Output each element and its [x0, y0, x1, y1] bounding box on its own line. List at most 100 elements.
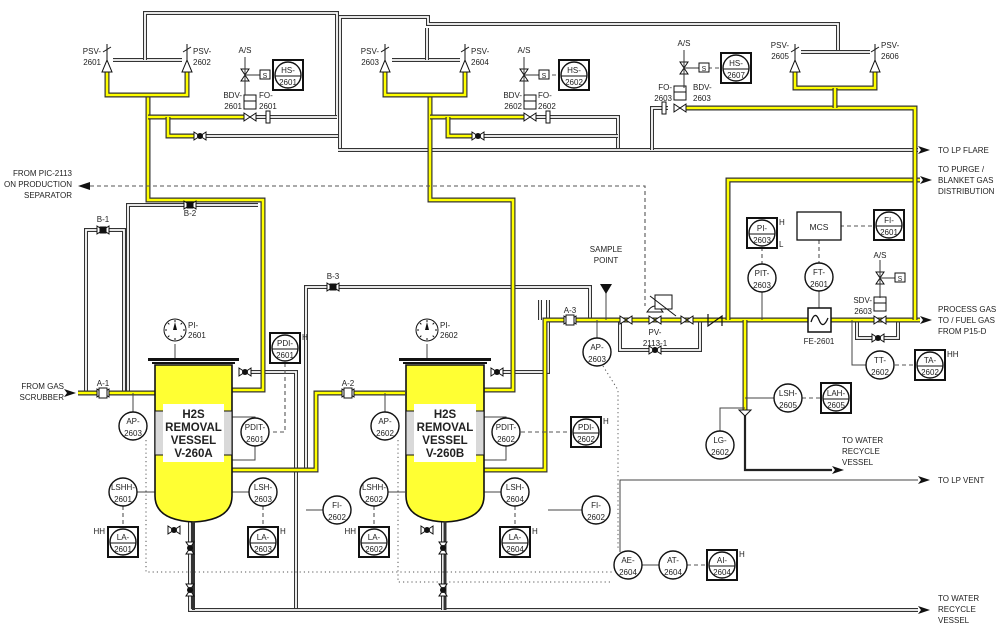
flow-arrow-icon: [918, 476, 930, 484]
gauge-tick: [432, 322, 435, 325]
instrument-tag: AP-: [590, 343, 604, 352]
vessel-label: V-260A: [174, 448, 212, 460]
vessel-label: REMOVAL: [417, 422, 474, 434]
instrument-tag: HS-: [729, 59, 743, 68]
instrument-tag: AE-: [621, 556, 635, 565]
instrument-tag: PI-: [757, 224, 768, 233]
valve-tag: FO-: [538, 91, 552, 100]
valve-number: 2603: [361, 58, 379, 67]
valve-closed-icon: [171, 527, 177, 533]
pi-2603-instrument: [748, 219, 776, 247]
instrument-tag: PDI-: [277, 339, 293, 348]
stream-label-from-pic: SEPARATOR: [24, 191, 72, 200]
vessel-label-box: [414, 404, 476, 462]
valve-tag: A-1: [97, 379, 110, 388]
valve-tag: FO-: [658, 83, 672, 92]
alarm-label: H: [302, 333, 308, 342]
restriction-orifice-icon: [661, 101, 667, 115]
valve-number: 2605: [771, 52, 789, 61]
hs-2607-instrument: [722, 54, 750, 82]
flow-arrow-icon: [920, 176, 932, 184]
at-2604-instrument: [658, 550, 688, 580]
process-pipe: [382, 72, 468, 98]
instrument-number: 2604: [713, 568, 731, 577]
instrument-number: 2601: [880, 228, 898, 237]
flare-pipe-fill: [144, 12, 338, 117]
actuator-icon: [873, 296, 887, 312]
alarm-label: H: [280, 527, 286, 536]
stream-label-to-lp-flare: TO LP FLARE: [938, 146, 989, 155]
vessel-flange: [152, 362, 235, 364]
vessel-label: V-260B: [426, 448, 464, 460]
pit-2603-instrument: [747, 263, 777, 293]
valve-number: 2603: [693, 94, 711, 103]
positioner-line: [649, 295, 677, 317]
instrument-number: 2605: [827, 401, 845, 410]
valve-number: 2602: [193, 58, 211, 67]
instrument-tag: LA-: [257, 533, 270, 542]
process-pipe-fill: [232, 391, 405, 472]
valve-actuator: [186, 201, 194, 209]
analyzer-line: [397, 440, 612, 583]
psv-icon: [181, 58, 193, 73]
solenoid-label: S: [898, 276, 903, 283]
instrument-number: 2603: [254, 495, 272, 504]
valve-icon: [673, 103, 681, 113]
instrument-number: 2602: [440, 331, 458, 340]
pdit-2602-instrument: [491, 417, 521, 447]
valve-tag: A-2: [342, 379, 355, 388]
ai-2604-instrument: [708, 551, 736, 579]
flare-pipe-fill: [502, 300, 549, 373]
ap-2602-instrument: [370, 411, 400, 441]
instrument-tag: TT-: [874, 356, 886, 365]
valve-tag: B-3: [327, 272, 340, 281]
lshh-2601-instrument: [108, 477, 138, 507]
instrument-number: 2601: [188, 331, 206, 340]
vessel-flange: [148, 358, 239, 361]
ap-2603a-instrument: [118, 411, 148, 441]
stream-label-to-water-2: VESSEL: [938, 616, 970, 625]
valve-actuator: [565, 314, 575, 326]
fi-2601-instrument: [875, 211, 903, 239]
instrument-tag: FI-: [591, 501, 601, 510]
gauge-tick: [432, 335, 435, 338]
valve-tag: FO-: [259, 91, 273, 100]
mcs-box: [796, 211, 842, 241]
valve-closed-icon: [440, 587, 446, 593]
instrument-number: 2601: [114, 495, 132, 504]
valve-icon: [680, 315, 688, 325]
stream-label-from-pic: FROM PIC-2113: [13, 169, 73, 178]
process-pipe-fill: [484, 318, 920, 472]
gauge-tick: [180, 335, 183, 338]
valve-icon: [619, 315, 627, 325]
vessel-label: H2S: [434, 409, 457, 421]
instrument-number: 2602: [565, 78, 583, 87]
air-supply-label: A/S: [239, 46, 252, 55]
instrument-number: 2604: [506, 495, 524, 504]
instrument-tag: LA-: [368, 533, 381, 542]
solenoid-icon: [698, 62, 710, 73]
instrument-tag: LG-: [713, 436, 727, 445]
valve-tag: SDV-: [853, 296, 872, 305]
valve-tag: PSV-: [361, 47, 380, 56]
valve-number: 2601: [224, 102, 242, 111]
alarm-label: HH: [947, 350, 959, 359]
instrument-line: [484, 446, 507, 461]
instrument-tag: LSHH-: [111, 483, 135, 492]
valve-tag: B-2: [184, 209, 197, 218]
flow-arrow-icon: [918, 606, 930, 614]
valve-number: 2602: [538, 102, 556, 111]
flare-pipe-fill: [85, 229, 125, 393]
air-supply-label: A/S: [678, 39, 691, 48]
psv-spring: [102, 46, 112, 53]
instrument-number: 2604: [619, 568, 637, 577]
flow-arrow-icon: [920, 316, 932, 324]
instrument-number: 2604: [506, 545, 524, 554]
valve-icon: [243, 112, 251, 122]
gauge-tick: [419, 322, 422, 325]
valve-tag: PSV-: [881, 41, 900, 50]
instrument-tag: AI-: [717, 556, 728, 565]
signal-arrow-icon: [78, 182, 90, 190]
valve-tag: B-1: [97, 215, 110, 224]
instrument-number: 2602: [365, 495, 383, 504]
